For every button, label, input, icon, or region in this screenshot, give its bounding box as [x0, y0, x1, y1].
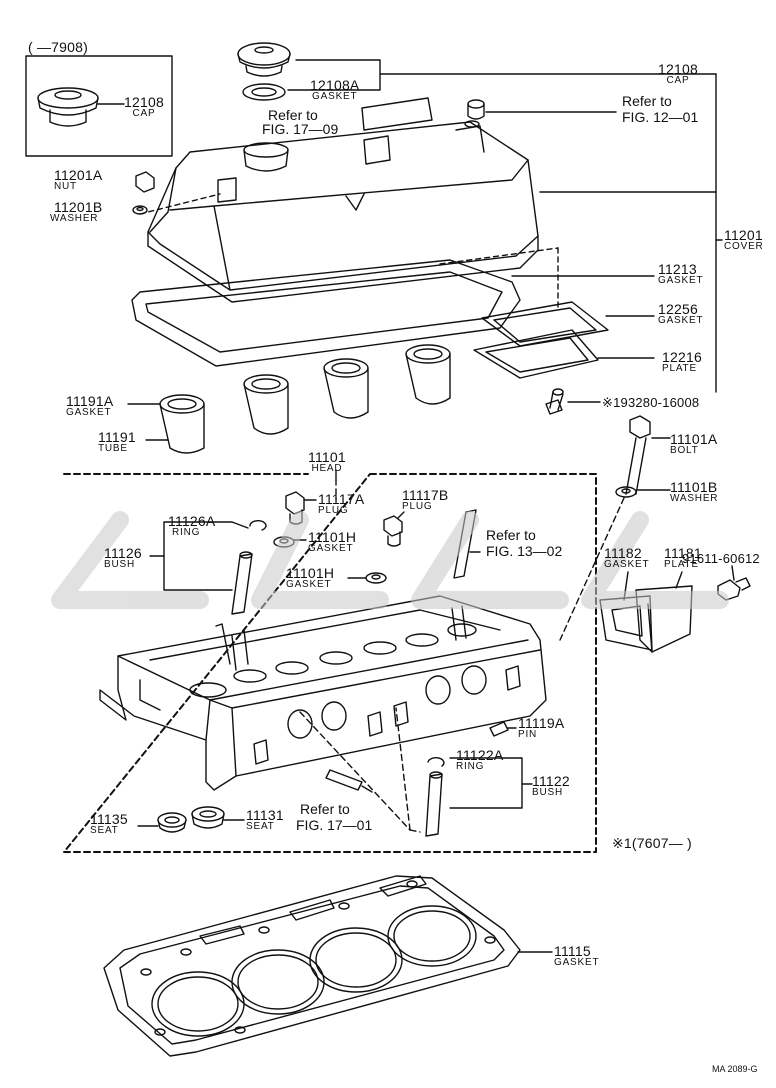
cover-gasket — [131, 259, 521, 367]
ref-fig-17-01: Refer to FIG. 17—01 — [296, 801, 373, 833]
spark-plug-tube-2 — [243, 374, 289, 435]
label-91611: 91611-60612 — [682, 551, 760, 566]
label-11119A: 11119A PIN — [518, 715, 565, 740]
breather-grommet — [464, 99, 485, 128]
date-until-note: ( —7908) — [28, 39, 88, 55]
label-11117B: 11117B PLUG — [402, 487, 449, 512]
label-12108: 12108 CAP — [658, 61, 698, 86]
label-11182: 11182 GASKET — [604, 545, 650, 570]
head-plug-b — [383, 515, 403, 547]
old-oil-cap — [37, 87, 99, 127]
cover-nut — [135, 171, 155, 193]
label-11135: 11135 SEAT — [90, 811, 128, 836]
label-12216: 12216 PLATE — [662, 349, 702, 374]
rear-cover-plate — [635, 585, 693, 653]
label-11101B: 11101B WASHER — [670, 479, 719, 504]
spark-plug-tube-4 — [405, 344, 451, 405]
label-11191A: 11191A GASKET — [66, 393, 114, 418]
date-from-note: ※1(7607— ) — [612, 835, 692, 851]
manifold-stud — [325, 769, 363, 791]
label-11213: 11213 GASKET — [658, 261, 704, 286]
plug-gasket-b — [365, 572, 387, 584]
baffle-plate — [473, 329, 599, 379]
plate-screw — [545, 388, 564, 415]
label-11101H-b: 11101H GASKET — [286, 565, 335, 590]
label-11126: 11126 BUSH — [104, 545, 142, 570]
label-11117A: 11117A PLUG — [318, 491, 365, 516]
label-11122: 11122 BUSH — [532, 773, 570, 798]
label-193280: ※193280-16008 — [602, 395, 700, 410]
spark-plug-tube-3 — [323, 358, 369, 419]
oil-filler-cap — [237, 42, 291, 77]
bush-ring-upper — [249, 519, 267, 531]
drawing-code: MA 2089-G — [712, 1064, 758, 1074]
watermark — [51, 511, 729, 609]
bush-upper — [231, 551, 253, 615]
label-11191: 11191 TUBE — [98, 429, 136, 454]
label-11201B: 11201B WASHER — [50, 199, 103, 224]
ref-fig-17-09a: Refer to FIG. 17—09 — [262, 107, 339, 137]
label-12108-inset: 12108 CAP — [124, 94, 164, 119]
bush-lower — [425, 771, 443, 837]
label-11181: 11181 PLATE — [664, 545, 702, 570]
cylinder-head — [99, 595, 547, 791]
ref-fig-13-02: Refer to FIG. 13—02 — [486, 527, 563, 559]
ref-fig-12-01: Refer to FIG. 12—01 — [622, 93, 699, 125]
valve-seat-11135 — [157, 812, 187, 833]
label-11101: 11101 HEAD — [308, 449, 346, 474]
head-bolt — [615, 415, 651, 498]
label-12256: 12256 GASKET — [658, 301, 704, 326]
label-11115: 11115 GASKET — [554, 943, 600, 968]
label-11201A: 11201A NUT — [54, 167, 103, 192]
label-11131: 11131 SEAT — [246, 807, 284, 832]
label-plate — [361, 97, 433, 131]
valve-cover — [147, 121, 539, 303]
label-11101A: 11101A BOLT — [670, 431, 718, 456]
label-12108A: 12108A GASKET — [310, 77, 360, 102]
label-11122A: 11122A RING — [456, 747, 504, 772]
inset-box — [25, 55, 173, 157]
spark-plug-tube-1 — [159, 394, 205, 454]
valve-seat-11131 — [191, 806, 225, 829]
head-gasket — [103, 875, 521, 1057]
baffle-gasket — [481, 301, 609, 347]
label-11201: 11201 COVER — [724, 227, 764, 252]
cap-gasket — [242, 83, 286, 101]
label-11101H-a: 11101H GASKET — [308, 529, 357, 554]
dowel-pin — [489, 721, 509, 737]
label-11126A: 11126A RING — [168, 513, 216, 538]
bush-ring-lower — [427, 757, 445, 767]
head-assembly-box — [63, 473, 597, 853]
